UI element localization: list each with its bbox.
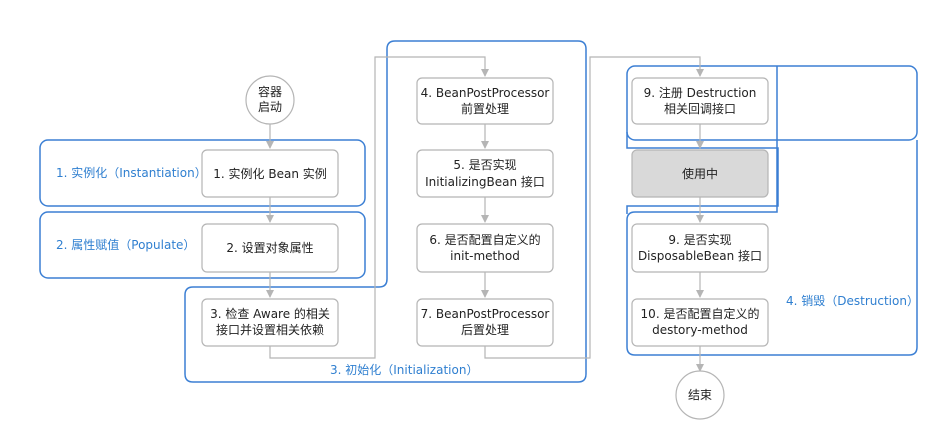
start-node: 容器 启动 — [245, 75, 295, 125]
step-initializing-bean-line-2: InitializingBean 接口 — [425, 174, 545, 189]
step-bpp-after-line-1: 7. BeanPostProcessor — [421, 307, 550, 321]
step-aware-check-line-2: 接口并设置相关依赖 — [216, 322, 324, 337]
step-init-method-line-2: init-method — [450, 249, 520, 263]
step-disposable-bean-line-1: 9. 是否实现 — [668, 232, 731, 247]
start-line-2: 启动 — [258, 100, 282, 114]
phase-destruction-top-outline — [626, 65, 918, 141]
step-register-destruction: 9. 注册 Destruction 相关回调接口 — [631, 77, 769, 125]
end-node: 结束 — [675, 370, 725, 420]
step-init-method: 6. 是否配置自定义的 init-method — [416, 223, 554, 273]
step-aware-check-line-1: 3. 检查 Aware 的相关 — [210, 306, 330, 321]
step-in-use-line-1: 使用中 — [682, 166, 718, 181]
step-bpp-after: 7. BeanPostProcessor 后置处理 — [416, 298, 554, 347]
step-init-method-line-1: 6. 是否配置自定义的 — [429, 232, 540, 247]
step-destroy-method-line-1: 10. 是否配置自定义的 — [641, 306, 760, 321]
end-circle — [675, 370, 725, 420]
end-label: 结束 — [688, 388, 712, 402]
step-register-destruction-line-1: 9. 注册 Destruction — [644, 85, 757, 100]
step-initializing-bean: 5. 是否实现 InitializingBean 接口 — [416, 149, 554, 198]
step-instantiate-bean: 1. 实例化 Bean 实例 — [201, 149, 339, 198]
step-destroy-method-line-2: destory-method — [652, 323, 748, 337]
start-line-1: 容器 — [258, 84, 282, 99]
phase-label-populate: 2. 属性赋值（Populate） — [56, 237, 195, 252]
step-bpp-before-line-2: 前置处理 — [461, 101, 509, 116]
connectors — [266, 56, 704, 372]
step-bpp-before-line-1: 4. BeanPostProcessor — [421, 86, 550, 100]
step-set-properties-line-1: 2. 设置对象属性 — [226, 241, 313, 255]
step-register-destruction-line-2: 相关回调接口 — [664, 101, 736, 116]
step-instantiate-bean-line-1: 1. 实例化 Bean 实例 — [213, 166, 326, 181]
phase-populate-outline — [39, 211, 366, 279]
step-aware-check: 3. 检查 Aware 的相关 接口并设置相关依赖 — [201, 298, 339, 347]
phase-instantiation-outline — [39, 139, 366, 207]
step-set-properties: 2. 设置对象属性 — [201, 223, 339, 273]
start-circle — [245, 75, 295, 125]
step-disposable-bean-line-2: DisposableBean 接口 — [638, 248, 762, 263]
step-bpp-before: 4. BeanPostProcessor 前置处理 — [416, 77, 554, 125]
step-disposable-bean: 9. 是否实现 DisposableBean 接口 — [631, 223, 769, 273]
phase-outlines — [39, 40, 918, 383]
step-in-use: 使用中 — [631, 149, 769, 198]
phase-label-instantiation: 1. 实例化（Instantiation） — [56, 165, 207, 180]
phase-label-destruction: 4. 销毁（Destruction） — [786, 293, 919, 308]
step-bpp-after-line-2: 后置处理 — [461, 323, 509, 337]
step-initializing-bean-line-1: 5. 是否实现 — [453, 157, 516, 172]
step-destroy-method: 10. 是否配置自定义的 destory-method — [631, 298, 769, 347]
phase-destruction-bracket — [626, 132, 779, 214]
phase-destruction-outline — [626, 66, 918, 356]
phase-initialization-outline — [184, 40, 587, 383]
phase-label-initialization: 3. 初始化（Initialization） — [330, 363, 478, 377]
